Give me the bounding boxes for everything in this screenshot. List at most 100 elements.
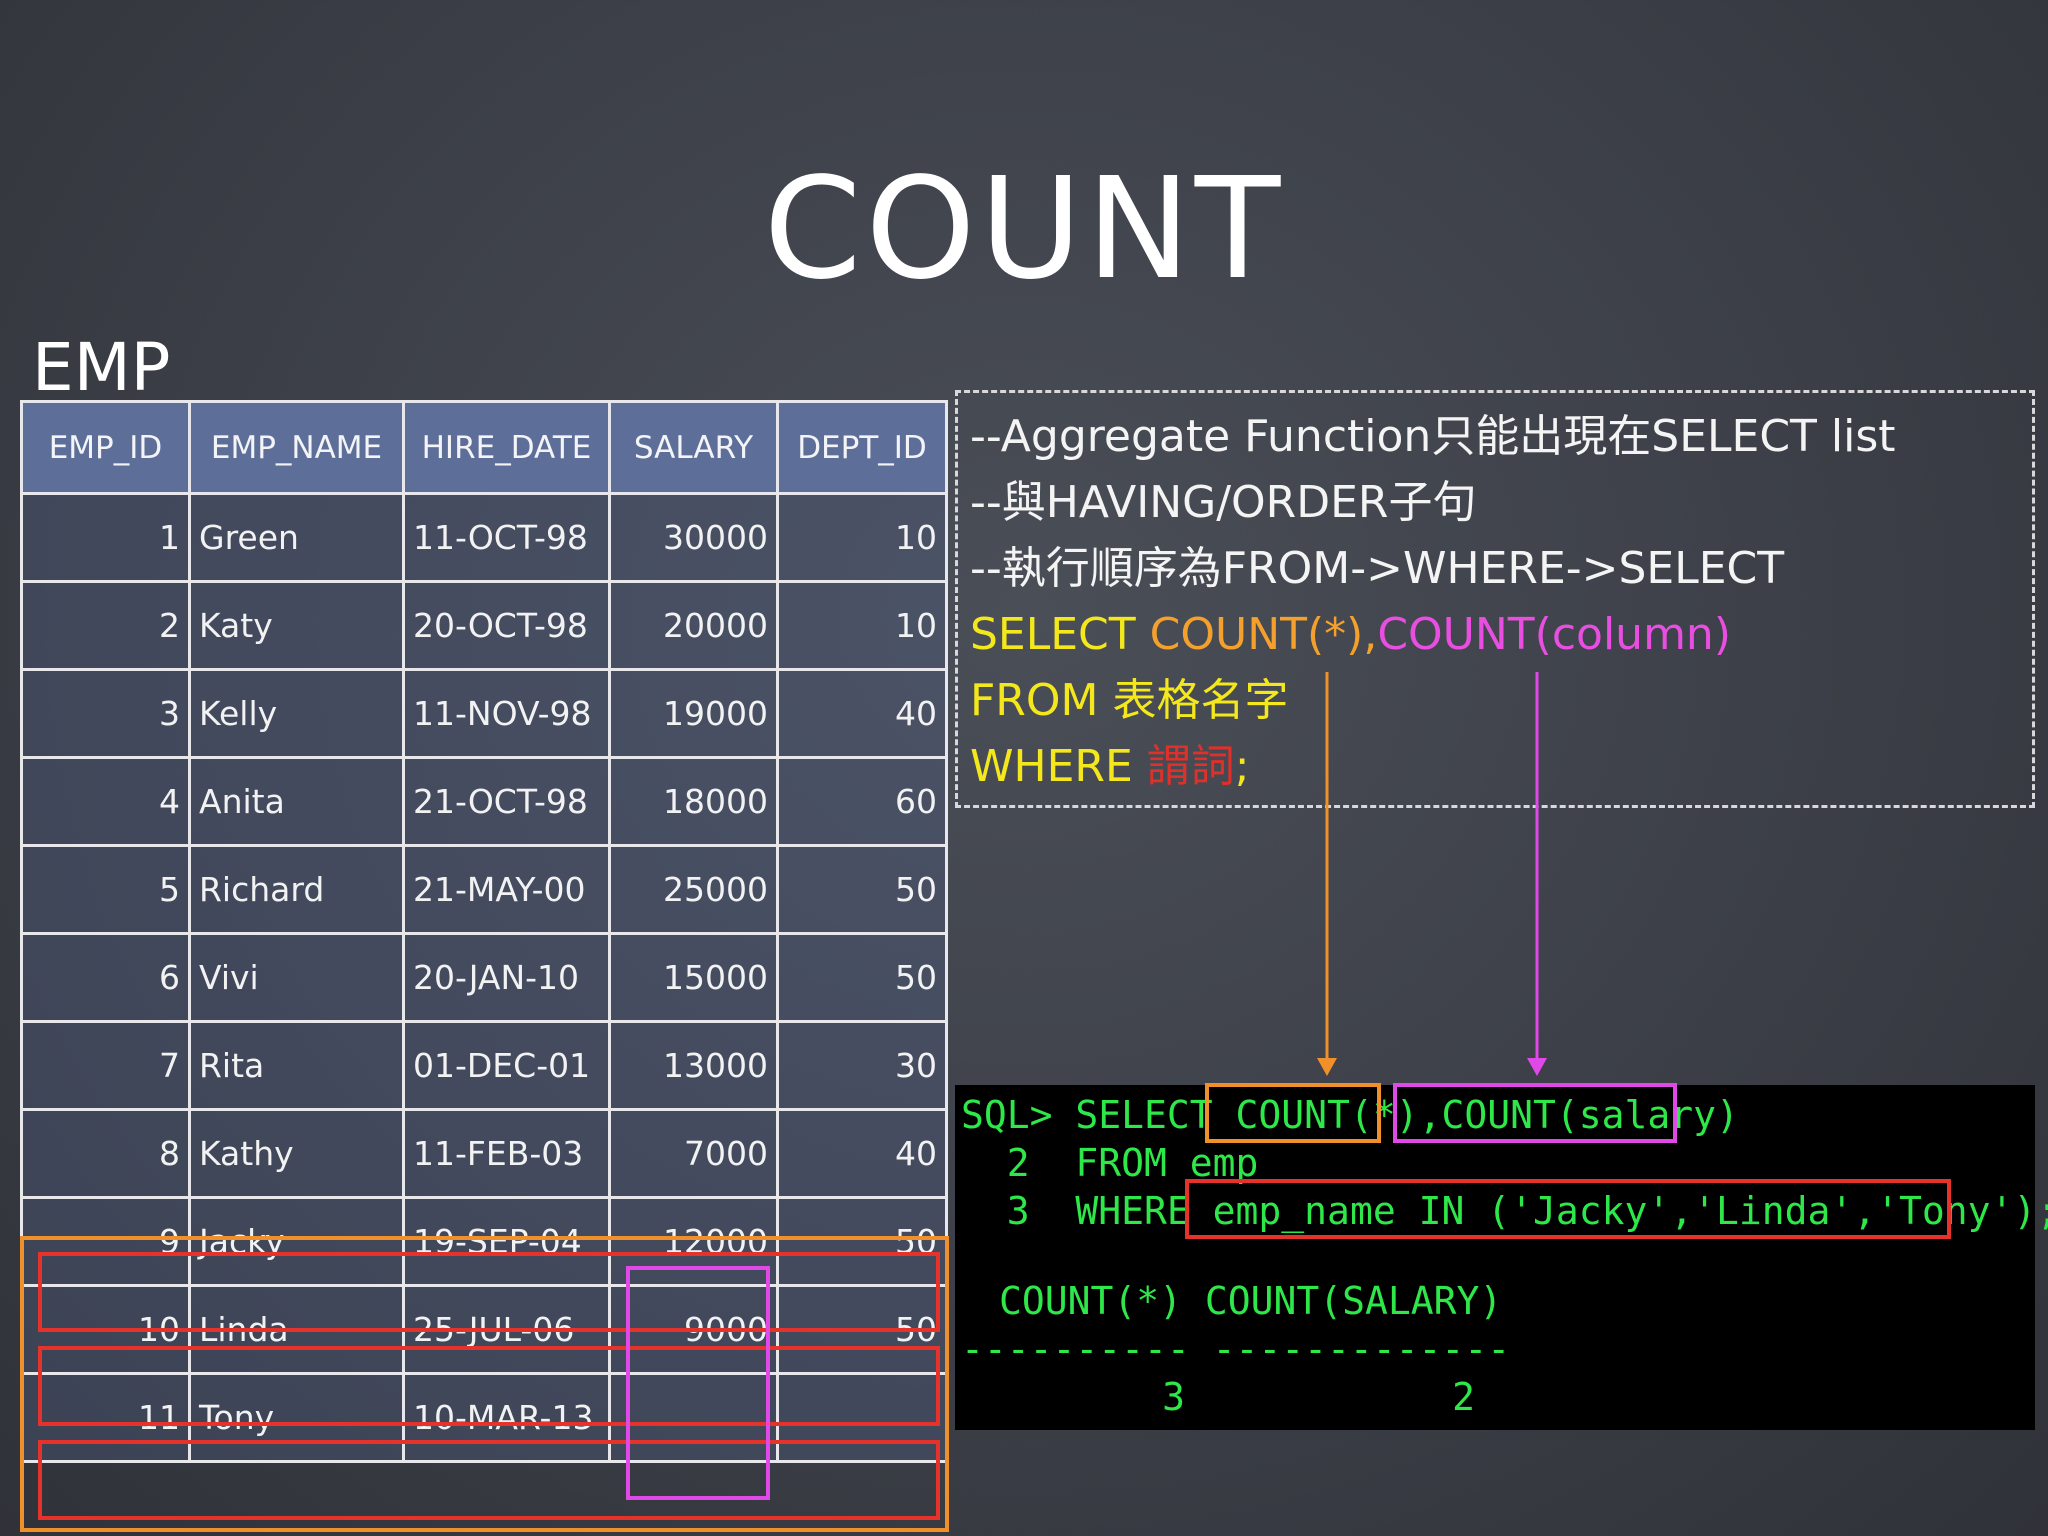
slide-title: COUNT — [763, 148, 1285, 311]
terminal-count-star-highlight — [1205, 1083, 1381, 1143]
where-keyword: WHERE — [970, 741, 1147, 792]
cell-salary: 19000 — [608, 668, 779, 759]
terminal-result-count-salary: 2 — [1452, 1375, 1475, 1419]
table-name-label: EMP — [32, 329, 171, 406]
terminal-result-dashes: ---------- ------------- — [961, 1327, 1511, 1371]
cell-emp-id: 3 — [20, 668, 191, 759]
cell-hire-date: 20-OCT-98 — [402, 580, 611, 671]
magenta-arrow-head — [1527, 1058, 1547, 1076]
cell-dept-id: 40 — [776, 668, 948, 759]
terminal-line-3: 3 WHERE emp_name IN ('Jacky','Linda','To… — [961, 1187, 2048, 1235]
cell-emp-name: Kathy — [188, 1108, 405, 1199]
terminal-comma: , — [1418, 1093, 1442, 1137]
terminal-result-header: COUNT(*) COUNT(SALARY) — [999, 1279, 1503, 1323]
header-emp-id: EMP_ID — [20, 400, 191, 495]
cell-emp-id: 6 — [20, 932, 191, 1023]
row-tony-highlight — [38, 1440, 940, 1520]
table-header-row: EMP_ID EMP_NAME HIRE_DATE SALARY DEPT_ID — [20, 400, 948, 495]
cell-emp-id: 1 — [20, 492, 191, 583]
cell-emp-name: Vivi — [188, 932, 405, 1023]
syntax-from-line: FROM 表格名字 — [970, 671, 1288, 731]
orange-arrow-head — [1317, 1058, 1337, 1076]
terminal-predicate-highlight — [1185, 1179, 1951, 1239]
cell-dept-id: 30 — [776, 1020, 948, 1111]
emp-table: EMP_ID EMP_NAME HIRE_DATE SALARY DEPT_ID… — [20, 400, 948, 1463]
cell-salary: 13000 — [608, 1020, 779, 1111]
syntax-semicolon: ; — [1234, 741, 1250, 792]
from-table-placeholder: 表格名字 — [1112, 675, 1289, 726]
terminal-result-count-star: 3 — [1162, 1375, 1185, 1419]
cell-emp-name: Jacky — [188, 1196, 405, 1287]
cell-hire-date: 21-OCT-98 — [402, 756, 611, 847]
syntax-comment-1: --Aggregate Function只能出現在SELECT list — [970, 411, 1896, 462]
cell-dept-id: 10 — [776, 492, 948, 583]
cell-hire-date: 11-FEB-03 — [402, 1108, 611, 1199]
cell-salary: 25000 — [608, 844, 779, 935]
cell-emp-name: Rita — [188, 1020, 405, 1111]
cell-salary: 7000 — [608, 1108, 779, 1199]
where-predicate-placeholder: 謂詞 — [1146, 741, 1235, 792]
cell-emp-name: Kelly — [188, 668, 405, 759]
syntax-where-line: WHERE 謂詞; — [970, 737, 1250, 797]
cell-salary: 15000 — [608, 932, 779, 1023]
count-star-syntax: COUNT(*) — [1149, 609, 1364, 660]
salary-column-highlight — [626, 1266, 770, 1500]
sql-terminal: SQL> SELECT COUNT(*),COUNT(salary) 2 FRO… — [955, 1083, 2048, 1430]
cell-emp-name: Green — [188, 492, 405, 583]
syntax-comma: , — [1363, 609, 1378, 660]
cell-dept-id: 60 — [776, 756, 948, 847]
terminal-line-2: 2 FROM emp — [961, 1141, 1259, 1185]
cell-dept-id: 50 — [776, 1196, 948, 1287]
cell-salary: 30000 — [608, 492, 779, 583]
cell-hire-date: 20-JAN-10 — [402, 932, 611, 1023]
syntax-select-line: SELECT COUNT(*),COUNT(column) — [970, 605, 1731, 665]
sql-syntax-box: --Aggregate Function只能出現在SELECT list --與… — [955, 390, 2035, 808]
cell-hire-date: 10-MAR-13 — [402, 1372, 611, 1463]
cell-hire-date: 21-MAY-00 — [402, 844, 611, 935]
cell-hire-date: 11-NOV-98 — [402, 668, 611, 759]
cell-emp-name: Katy — [188, 580, 405, 671]
cell-emp-id: 9 — [20, 1196, 191, 1287]
cell-emp-id: 2 — [20, 580, 191, 671]
cell-dept-id: 10 — [776, 580, 948, 671]
terminal-where-predicate: emp_name IN ('Jacky','Linda','Tony') — [1212, 1189, 2037, 1233]
cell-dept-id — [776, 1372, 948, 1463]
header-dept-id: DEPT_ID — [776, 400, 948, 495]
cell-emp-id: 4 — [20, 756, 191, 847]
cell-emp-id: 8 — [20, 1108, 191, 1199]
header-salary: SALARY — [608, 400, 779, 495]
cell-emp-id: 5 — [20, 844, 191, 935]
cell-emp-id: 11 — [20, 1372, 191, 1463]
terminal-line-1: SQL> SELECT COUNT(*),COUNT(salary) — [961, 1091, 1739, 1139]
cell-hire-date: 01-DEC-01 — [402, 1020, 611, 1111]
cell-hire-date: 11-OCT-98 — [402, 492, 611, 583]
terminal-where-prefix: 3 WHERE — [961, 1189, 1213, 1233]
terminal-semicolon: ; — [2036, 1189, 2048, 1233]
row-linda-highlight — [38, 1346, 940, 1426]
cell-salary: 20000 — [608, 580, 779, 671]
terminal-count-star: COUNT(*) — [1235, 1093, 1419, 1137]
cell-dept-id: 40 — [776, 1108, 948, 1199]
from-keyword: FROM — [970, 675, 1113, 726]
cell-emp-name: Tony — [188, 1372, 405, 1463]
row-jacky-highlight — [38, 1252, 940, 1332]
syntax-comment-2: --與HAVING/ORDER子句 — [970, 477, 1477, 528]
where-rows-highlight — [20, 1236, 949, 1532]
cell-dept-id: 50 — [776, 932, 948, 1023]
cell-salary: 18000 — [608, 756, 779, 847]
cell-emp-name: Richard — [188, 844, 405, 935]
header-hire-date: HIRE_DATE — [402, 400, 611, 495]
cell-emp-id: 7 — [20, 1020, 191, 1111]
syntax-comment-3: --執行順序為FROM->WHERE->SELECT — [970, 543, 1785, 594]
terminal-prompt-select: SQL> SELECT — [961, 1093, 1236, 1137]
cell-salary — [608, 1372, 779, 1463]
